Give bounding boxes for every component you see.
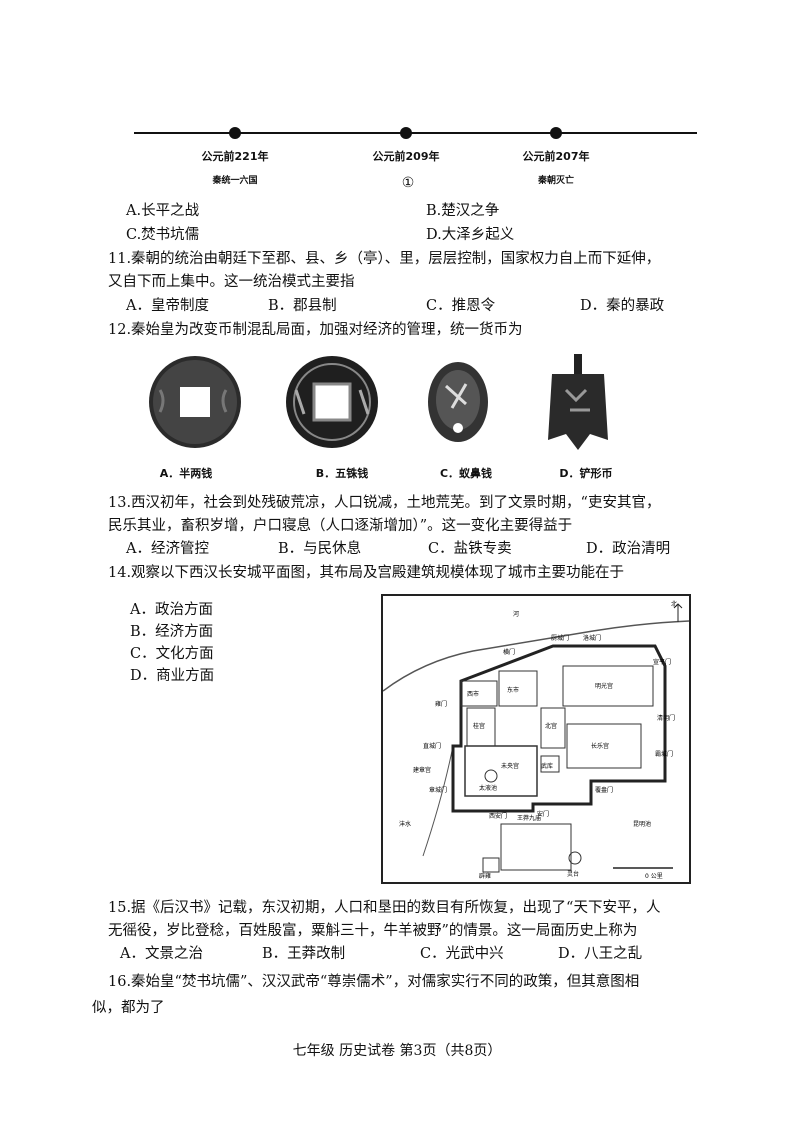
q13-option-b[interactable]: B．与民休息 bbox=[278, 541, 362, 557]
timeline-event-2: ① bbox=[401, 175, 415, 191]
changan-city-map: 北 河 西市 东市 明光宫 桂宫 北宫 长乐宫 未央宫 建章宫 武库 太液池 宣… bbox=[381, 594, 691, 884]
coin-spade-image bbox=[548, 354, 608, 450]
map-temples-block bbox=[500, 823, 572, 871]
q12-stem: 12.秦始皇为改变币制混乱局面，加强对经济的管理，统一货币为 bbox=[108, 322, 523, 338]
map-label-beigong: 北宫 bbox=[545, 722, 557, 730]
map-label-xian: 西安门 bbox=[489, 812, 507, 820]
q13-option-c[interactable]: C．盐铁专卖 bbox=[428, 541, 512, 557]
map-label-weiyang: 未央宫 bbox=[501, 762, 519, 770]
map-mingguang-block bbox=[562, 665, 654, 707]
q15-option-c[interactable]: C．光武中兴 bbox=[420, 946, 504, 962]
q15-option-b[interactable]: B．王莽改制 bbox=[262, 946, 346, 962]
map-label-changle: 长乐宫 bbox=[591, 742, 609, 750]
q14-option-b[interactable]: B．经济方面 bbox=[130, 624, 214, 640]
map-changle-block bbox=[566, 723, 642, 769]
map-dongshi-block bbox=[498, 670, 538, 707]
map-label-jianzhang: 建章宫 bbox=[413, 766, 431, 774]
coin-wuzhu-image bbox=[286, 356, 378, 448]
q12-option-b[interactable]: B．五铢钱 bbox=[315, 467, 369, 480]
map-beigong-block bbox=[540, 707, 566, 749]
map-label-hengmen: 横门 bbox=[503, 648, 515, 656]
map-label-taiye: 太液池 bbox=[479, 784, 497, 792]
q11-stem-line2: 又自下而上集中。这一统治模式主要指 bbox=[108, 274, 355, 290]
timeline-date-3: 公元前207年 bbox=[522, 150, 590, 163]
timeline-date-1: 公元前221年 bbox=[201, 150, 269, 163]
timeline-dot-3 bbox=[550, 127, 562, 139]
q14-option-c[interactable]: C．文化方面 bbox=[130, 646, 214, 662]
map-label-luocheng: 洛城门 bbox=[583, 634, 601, 642]
map-label-mingguang: 明光宫 bbox=[595, 682, 613, 690]
map-lingtai-block bbox=[568, 851, 582, 865]
q13-option-a[interactable]: A．经济管控 bbox=[126, 541, 209, 557]
q11-option-d[interactable]: D．秦的暴政 bbox=[580, 298, 665, 314]
map-river bbox=[383, 620, 689, 692]
map-label-kunming: 昆明池 bbox=[633, 820, 651, 828]
q15-stem-line1: 15.据《后汉书》记载，东汉初期，人口和垦田的数目有所恢复，出现了“天下安平，人 bbox=[108, 900, 661, 916]
q15-stem-line2: 无徭役，岁比登稔，百姓殷富，粟斛三十，牛羊被野”的情景。这一局面历史上称为 bbox=[108, 923, 638, 939]
map-label-bacheng: 霸城门 bbox=[655, 750, 673, 758]
q16-stem-line1: 16.秦始皇“焚书坑儒”、汉汉武帝“尊崇儒术”，对儒家实行不同的政策，但其意图相 bbox=[108, 974, 640, 990]
map-label-wuku: 武库 bbox=[541, 762, 553, 770]
map-label-fuang: 覆盎门 bbox=[595, 786, 613, 794]
map-label-chu: 厨城门 bbox=[551, 634, 569, 642]
map-label-lingtai: 灵台 bbox=[567, 870, 579, 878]
map-label-xishi: 西市 bbox=[467, 690, 479, 698]
timeline-event-1: 秦统一六国 bbox=[212, 176, 258, 186]
map-xishi-block bbox=[460, 680, 498, 707]
q14-option-a[interactable]: A．政治方面 bbox=[130, 602, 213, 618]
coin-images bbox=[149, 354, 608, 450]
timeline-dot-1 bbox=[229, 127, 241, 139]
q11-option-a[interactable]: A．皇帝制度 bbox=[126, 298, 209, 314]
map-label-river: 河 bbox=[513, 610, 519, 618]
q11-stem-line1: 11.秦朝的统治由朝廷下至郡、县、乡（亭）、里，层层控制，国家权力自上而下延伸， bbox=[108, 251, 661, 267]
q15-option-d[interactable]: D．八王之乱 bbox=[558, 946, 643, 962]
map-label-zhangcheng: 章城门 bbox=[429, 786, 447, 794]
timeline-date-2: 公元前209年 bbox=[372, 150, 440, 163]
map-label-biyong: 辟雍 bbox=[479, 872, 491, 880]
q10-option-d[interactable]: D.大泽乡起义 bbox=[426, 227, 515, 243]
map-pond bbox=[484, 769, 498, 783]
q12-option-c[interactable]: C．蚁鼻钱 bbox=[439, 467, 493, 480]
q10-option-b[interactable]: B.楚汉之争 bbox=[426, 203, 500, 219]
map-label-fengshui: 沣水 bbox=[399, 820, 411, 828]
coin-banliang-image bbox=[149, 356, 241, 448]
page-footer: 七年级 历史试卷 第3页（共8页） bbox=[292, 1043, 502, 1059]
map-city-wall bbox=[451, 644, 667, 813]
map-label-dongshi: 东市 bbox=[507, 686, 519, 694]
map-stream bbox=[422, 745, 454, 857]
map-biyong-block bbox=[482, 857, 500, 873]
q11-option-c[interactable]: C．推恩令 bbox=[426, 298, 496, 314]
map-label-scale: 0 公里 bbox=[645, 873, 663, 880]
map-label-qingming: 清明门 bbox=[657, 714, 675, 722]
q16-stem-line2: 似，都为了 bbox=[92, 1000, 165, 1016]
map-label-xuanping: 宣平门 bbox=[653, 658, 671, 666]
q15-option-a[interactable]: A．文景之治 bbox=[120, 946, 203, 962]
q13-stem-line2: 民乐其业，畜积岁增，户口寝息（人口逐渐增加）”。这一变化主要得益于 bbox=[108, 518, 573, 534]
map-north-arrow bbox=[673, 603, 683, 622]
q12-option-a[interactable]: A．半两钱 bbox=[159, 467, 213, 480]
map-weiyang-block bbox=[464, 745, 538, 797]
timeline-graphic bbox=[134, 127, 697, 139]
map-label-north: 北 bbox=[671, 600, 677, 608]
q14-option-d[interactable]: D．商业方面 bbox=[130, 668, 215, 684]
timeline-event-3: 秦朝灭亡 bbox=[537, 176, 575, 186]
map-label-gui: 桂宫 bbox=[473, 722, 485, 730]
q10-option-a[interactable]: A.长平之战 bbox=[126, 203, 200, 219]
q11-option-b[interactable]: B．郡县制 bbox=[268, 298, 337, 314]
timeline-dot-2 bbox=[400, 127, 412, 139]
q13-option-d[interactable]: D．政治清明 bbox=[586, 541, 671, 557]
map-wuku-block bbox=[540, 755, 560, 773]
q10-option-c[interactable]: C.焚书坑儒 bbox=[126, 227, 200, 243]
map-label-yongmen: 雍门 bbox=[435, 700, 447, 708]
q12-option-d[interactable]: D．铲形币 bbox=[559, 467, 613, 480]
q14-stem: 14.观察以下西汉长安城平面图，其布局及宫殿建筑规模体现了城市主要功能在于 bbox=[108, 565, 625, 581]
q13-stem-line1: 13.西汉初年，社会到处残破荒凉，人口锐减，土地荒芜。到了文景时期，“吏安其官， bbox=[108, 495, 661, 511]
map-label-wangmang: 王莽九庙 bbox=[517, 814, 541, 822]
map-graphic: 北 河 西市 东市 明光宫 桂宫 北宫 长乐宫 未央宫 建章宫 武库 太液池 宣… bbox=[383, 600, 689, 880]
coin-yibi-image bbox=[428, 362, 488, 442]
map-label-anmen: 安门 bbox=[537, 810, 549, 818]
map-label-zhicheng: 直城门 bbox=[423, 742, 441, 750]
